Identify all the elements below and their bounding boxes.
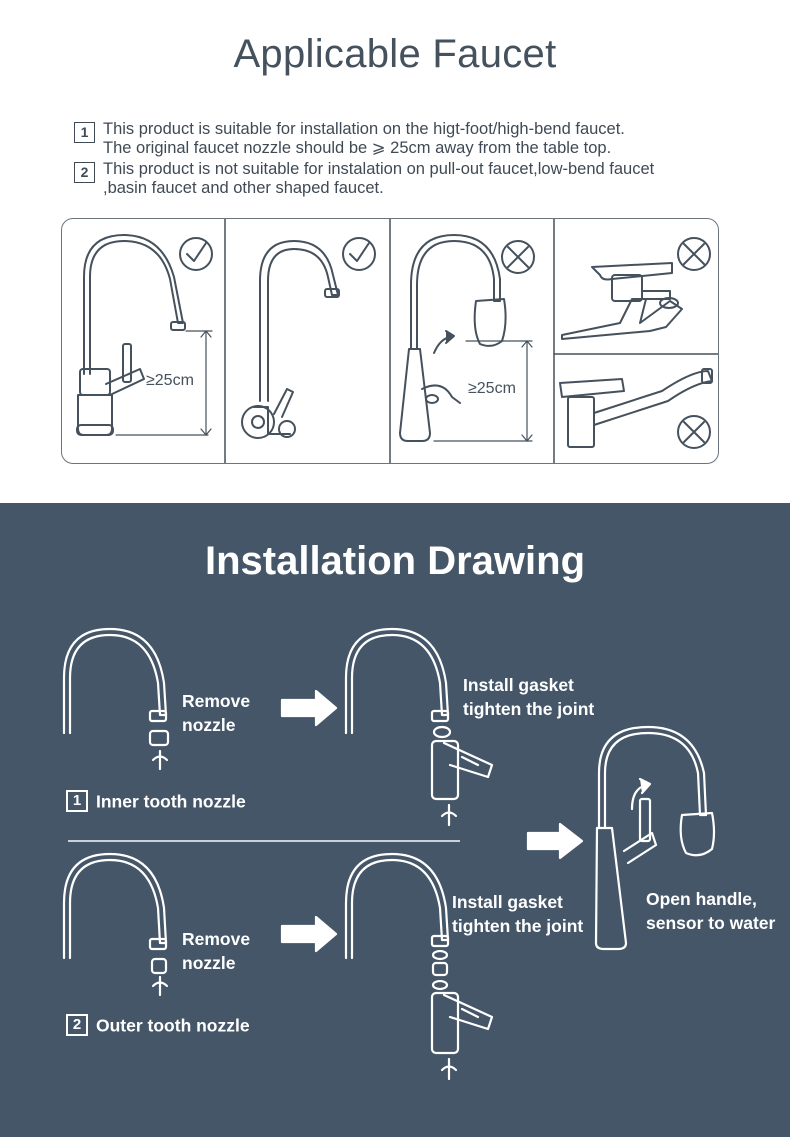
note-1-line-2: The original faucet nozzle should be ⩾ 2… bbox=[103, 139, 612, 157]
remove-nozzle-label-1: Remove nozzle bbox=[182, 691, 251, 735]
cross-circle-icon-1 bbox=[501, 240, 535, 274]
basin-faucet-drawing bbox=[561, 262, 683, 340]
step-2-outer-tooth: 2 Outer tooth nozzle bbox=[66, 1013, 250, 1037]
arrow-right-icon-1 bbox=[280, 689, 338, 727]
faucet-install-gasket-1 bbox=[344, 627, 494, 827]
step-2-label: Outer tooth nozzle bbox=[96, 1015, 250, 1036]
step-1-label: Inner tooth nozzle bbox=[96, 791, 246, 812]
check-mark-2 bbox=[186, 242, 207, 262]
cross-circle-icon-2 bbox=[677, 237, 711, 271]
long-spout-faucet-drawing bbox=[559, 368, 713, 448]
step-1-number: 1 bbox=[66, 790, 88, 813]
faucet-install-gasket-2 bbox=[344, 852, 494, 1081]
high-bend-faucet-drawing bbox=[76, 234, 186, 436]
step-1-inner-tooth: 1 Inner tooth nozzle bbox=[66, 789, 246, 813]
arrow-right-icon-2 bbox=[280, 915, 338, 953]
faucet-remove-nozzle-2 bbox=[62, 852, 169, 997]
height-dimension-1 bbox=[185, 330, 213, 436]
check-circle-icon-1 bbox=[342, 237, 376, 271]
arrow-right-icon-3 bbox=[526, 822, 584, 860]
note-2: 2 This product is not suitable for insta… bbox=[74, 160, 754, 198]
faucet-comparison-panel: ≥25cm ≥25cm bbox=[61, 218, 719, 464]
final-faucet-open-handle bbox=[594, 725, 716, 951]
height-dimension-2 bbox=[521, 340, 533, 442]
note-2-line-2: ,basin faucet and other shaped faucet. bbox=[103, 179, 384, 197]
step-2-number: 2 bbox=[66, 1014, 88, 1037]
note-1-line-1: This product is suitable for installatio… bbox=[103, 120, 625, 138]
note-1: 1 This product is suitable for installat… bbox=[74, 120, 754, 158]
open-handle-label: Open handle, sensor to water bbox=[646, 889, 776, 933]
check-circle-icon-2 bbox=[179, 237, 213, 271]
pull-out-faucet-drawing bbox=[399, 234, 507, 442]
applicable-title: Applicable Faucet bbox=[233, 32, 557, 76]
installation-title: Installation Drawing bbox=[204, 539, 586, 583]
check-mark-1 bbox=[349, 242, 370, 262]
installation-steps-drawing bbox=[62, 627, 716, 1081]
note-2-number: 2 bbox=[74, 162, 95, 183]
applicable-faucet-section: Applicable Faucet 1 This product is suit… bbox=[0, 0, 790, 503]
installation-drawing-section: Installation Drawing bbox=[0, 503, 790, 1137]
faucet-remove-nozzle-1 bbox=[62, 627, 170, 771]
cross-circle-icon-3 bbox=[677, 415, 711, 449]
faucet-comparison-drawing: ≥25cm ≥25cm bbox=[76, 219, 718, 463]
note-2-line-1: This product is not suitable for instala… bbox=[103, 160, 655, 178]
install-gasket-label-2: Install gasket tighten the joint bbox=[452, 892, 584, 936]
wall-mount-faucet-drawing bbox=[241, 240, 340, 439]
height-label-1: ≥25cm bbox=[146, 372, 194, 389]
note-1-number: 1 bbox=[74, 122, 95, 143]
remove-nozzle-label-2: Remove nozzle bbox=[182, 929, 251, 973]
section-divider bbox=[68, 840, 460, 842]
height-label-2: ≥25cm bbox=[468, 380, 516, 397]
install-gasket-label-1: Install gasket tighten the joint bbox=[463, 675, 595, 719]
